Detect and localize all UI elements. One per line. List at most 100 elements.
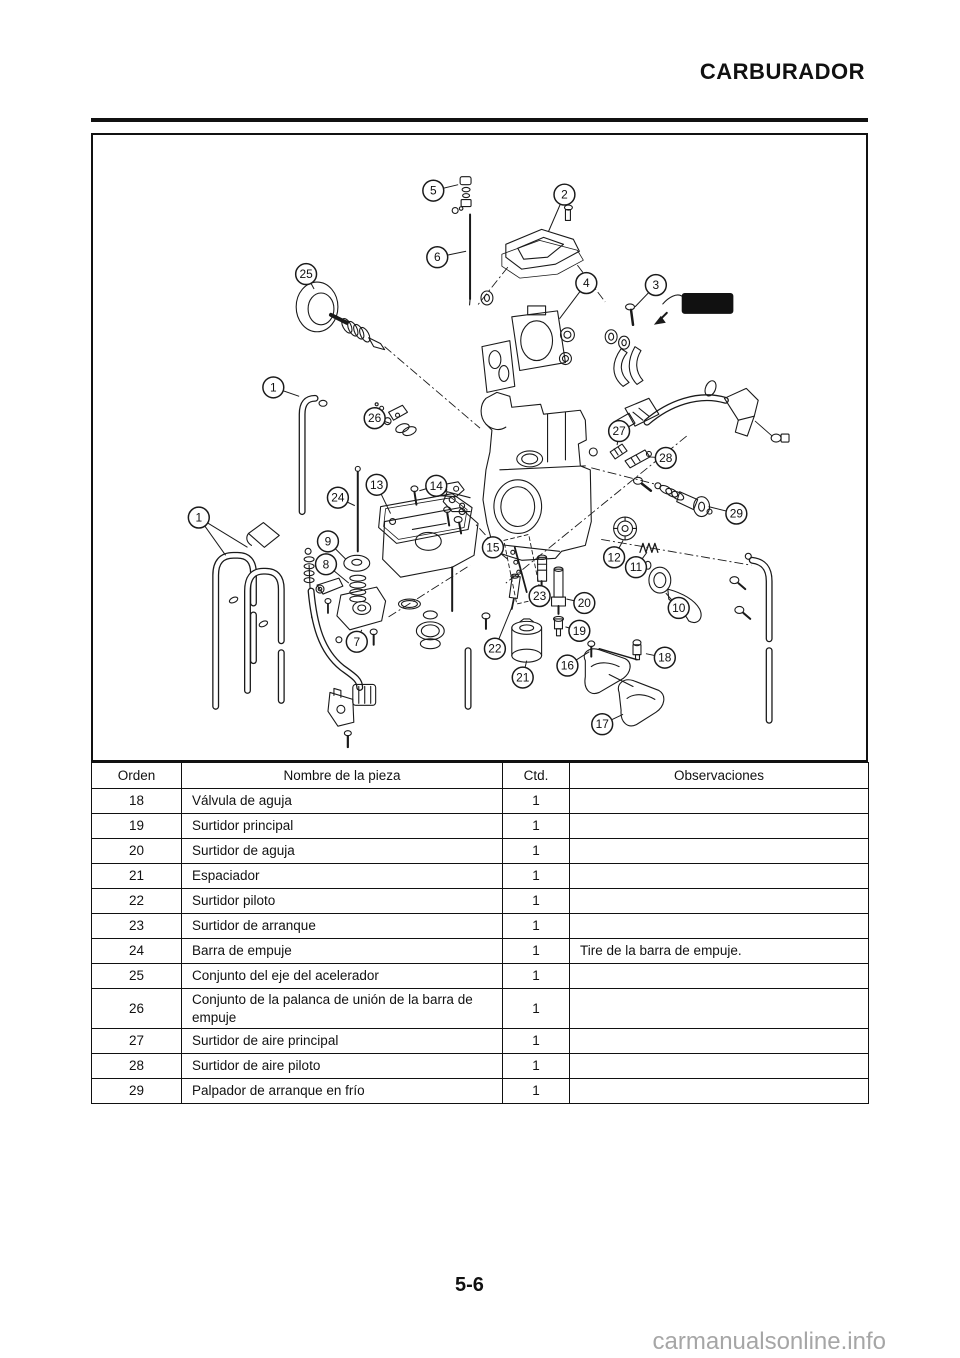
- cell-orden: 19: [91, 813, 182, 839]
- cell-ctd: 1: [502, 838, 570, 864]
- svg-text:3: 3: [653, 278, 660, 292]
- cell-ctd: 1: [502, 813, 570, 839]
- cell-obs: [569, 788, 869, 814]
- callout-2: 2: [548, 183, 576, 232]
- svg-text:10: 10: [672, 601, 686, 615]
- cell-obs: [569, 913, 869, 939]
- cell-orden: 24: [91, 938, 182, 964]
- callout-8: 8: [314, 553, 350, 584]
- throttle-cable-assembly: [307, 564, 377, 749]
- cell-nombre: Surtidor principal: [181, 813, 503, 839]
- part-clamp-3: [604, 292, 734, 387]
- svg-text:26: 26: [368, 411, 382, 425]
- callout-3: 3: [634, 273, 668, 308]
- cell-obs: [569, 888, 869, 914]
- parts-table: Orden Nombre de la pieza Ctd. Observacio…: [91, 762, 869, 1105]
- cell-obs: [569, 1078, 869, 1105]
- cell-obs: [569, 1053, 869, 1080]
- cell-ctd: 1: [502, 1053, 570, 1080]
- part-link-lever-26: [374, 402, 417, 437]
- part-pilot-jet-22: [481, 573, 521, 630]
- cell-ctd: 1: [502, 1078, 570, 1105]
- part-needle-valve-18: [632, 639, 642, 661]
- watermark-text: carmanualsonline.info: [652, 1328, 886, 1355]
- part-hoses-right: [744, 552, 773, 724]
- callout-11: 11: [624, 552, 648, 579]
- svg-text:21: 21: [516, 671, 530, 685]
- callout-5: 5: [422, 179, 459, 202]
- cell-orden: 27: [91, 1028, 182, 1055]
- cell-ctd: 1: [502, 987, 570, 1030]
- cell-ctd: 1: [502, 788, 570, 814]
- cell-orden: 28: [91, 1053, 182, 1080]
- cell-obs: [569, 1028, 869, 1055]
- callout-27: 27: [607, 419, 631, 446]
- callout-18: 18: [645, 646, 676, 669]
- svg-text:27: 27: [612, 424, 626, 438]
- cell-orden: 18: [91, 788, 182, 814]
- cell-nombre: Surtidor de aire piloto: [181, 1053, 503, 1080]
- svg-text:14: 14: [430, 479, 444, 493]
- part-cold-start-plunger-29: [632, 476, 713, 518]
- callout-16: 16: [556, 651, 590, 677]
- col-header-nombre: Nombre de la pieza: [181, 762, 503, 789]
- cell-orden: 22: [91, 888, 182, 914]
- cell-ctd: 1: [502, 963, 570, 989]
- cell-orden: 29: [91, 1078, 182, 1105]
- callout-6: 6: [426, 246, 467, 269]
- callout-13: 13: [365, 473, 392, 514]
- cell-nombre: Válvula de aguja: [181, 788, 503, 814]
- cell-nombre: Conjunto de la palanca de unión de la ba…: [181, 987, 503, 1030]
- svg-text:15: 15: [486, 540, 500, 554]
- svg-text:22: 22: [488, 642, 502, 656]
- cell-ctd: 1: [502, 938, 570, 964]
- callout-28: 28: [648, 446, 677, 470]
- title-divider: [91, 118, 868, 122]
- part-adjuster-wheel-12: [613, 516, 638, 541]
- part-throttle-body-4: [481, 305, 575, 393]
- callout-21: 21: [511, 660, 534, 689]
- callout-12: 12: [602, 540, 626, 569]
- svg-text:7: 7: [353, 635, 360, 649]
- part-spring-11: [639, 542, 659, 553]
- cell-nombre: Conjunto del eje del acelerador: [181, 963, 503, 989]
- cell-nombre: Surtidor de aire principal: [181, 1028, 503, 1055]
- cell-ctd: 1: [502, 913, 570, 939]
- page-number: 5-6: [455, 1274, 484, 1296]
- svg-text:8: 8: [323, 557, 330, 571]
- part-starter-bracket-10: [644, 560, 752, 624]
- callout-20: 20: [566, 591, 596, 615]
- part-hose-1-top: [298, 394, 328, 516]
- callout-24: 24: [326, 486, 356, 509]
- svg-text:28: 28: [659, 451, 673, 465]
- sensor-wire-harness: [614, 380, 790, 443]
- callout-19: 19: [565, 619, 591, 643]
- page-title: CARBURADOR: [699, 59, 865, 84]
- cell-obs: [569, 813, 869, 839]
- svg-text:9: 9: [325, 534, 332, 548]
- cell-obs: [569, 863, 869, 889]
- cell-nombre: Palpador de arranque en frío: [181, 1078, 503, 1105]
- col-header-observaciones: Observaciones: [569, 762, 869, 789]
- svg-text:11: 11: [630, 560, 643, 574]
- svg-text:1: 1: [270, 380, 277, 394]
- callout-1: 1: [262, 376, 300, 399]
- carburetor-exploded-diagram: 5262543126272813142429191512811232010197…: [187, 176, 790, 749]
- part-throttle-shaft-25: [295, 281, 386, 351]
- cell-ctd: 1: [502, 1028, 570, 1055]
- carburetor-body: [442, 391, 598, 561]
- callout-25: 25: [294, 262, 318, 290]
- part-float-bowl-13: [378, 493, 479, 710]
- svg-text:17: 17: [596, 717, 610, 731]
